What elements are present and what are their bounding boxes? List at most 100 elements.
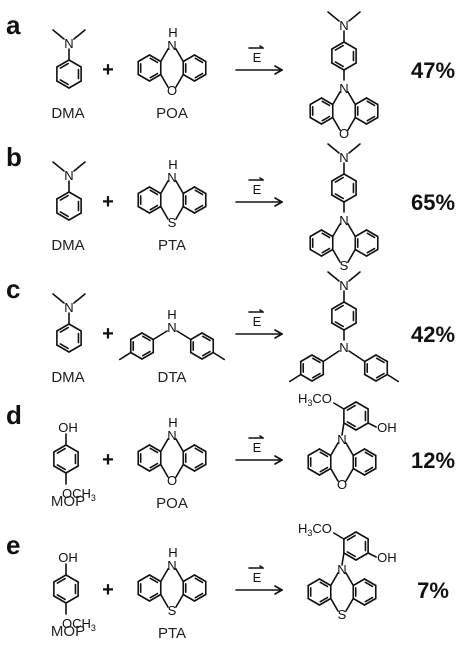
bond (274, 201, 283, 207)
bond (274, 459, 283, 465)
methoxy-label: H3CO (298, 521, 332, 538)
bond (193, 186, 207, 195)
bond (175, 73, 185, 88)
bond (53, 444, 67, 453)
bond (149, 57, 159, 64)
bond (53, 465, 67, 474)
bond (343, 194, 357, 203)
bond (149, 447, 159, 454)
bond (193, 593, 207, 602)
bond (194, 592, 204, 599)
bond (327, 271, 340, 282)
bond (309, 97, 323, 106)
hydrogen-atom: H (168, 157, 177, 172)
bond (363, 354, 377, 363)
bond (364, 596, 374, 603)
bond (347, 223, 357, 238)
oxygen-atom: O (337, 477, 347, 492)
bond (274, 65, 283, 71)
bond (311, 372, 321, 379)
product-molecule: NN (288, 271, 400, 383)
bond (193, 463, 207, 472)
bond (59, 194, 69, 201)
bond (259, 177, 264, 181)
bond (56, 212, 70, 221)
reaction-arrow: E (235, 45, 283, 75)
bond (363, 597, 377, 606)
bond (59, 326, 69, 333)
bond (259, 45, 264, 49)
bond (73, 161, 86, 172)
bond (189, 351, 203, 360)
bond (365, 116, 379, 125)
bond (175, 463, 185, 478)
bond (118, 351, 132, 361)
bond (194, 462, 204, 469)
bond (321, 100, 331, 107)
oxygen-atom: O (339, 126, 349, 141)
bond (365, 248, 379, 257)
panel-label: d (6, 400, 22, 430)
bond (345, 467, 355, 482)
bond (182, 463, 196, 472)
bond (175, 180, 185, 195)
hydroxyl-label: OH (377, 550, 397, 565)
bond (352, 597, 366, 606)
bond (352, 578, 366, 587)
bond (341, 422, 345, 436)
bond (331, 116, 341, 131)
bond (59, 211, 69, 218)
bond (56, 80, 70, 89)
bond (159, 48, 169, 63)
bond (159, 593, 169, 608)
yield-value: 7% (417, 578, 449, 603)
reaction-arrow: E (235, 309, 283, 339)
bond (148, 444, 162, 453)
bond (56, 464, 66, 471)
bond (201, 335, 211, 342)
bond (274, 455, 283, 461)
bond (320, 248, 334, 257)
bond (343, 41, 357, 50)
bond (148, 574, 162, 583)
reactant-label: DMA (51, 237, 84, 254)
bond (65, 595, 79, 604)
reaction-arrow: E (235, 177, 283, 207)
nitrogen-atom: N (167, 38, 176, 53)
bond (182, 444, 196, 453)
bond (148, 54, 162, 63)
bond (327, 143, 340, 154)
methoxy-label: H3CO (298, 391, 332, 408)
bond (345, 572, 355, 587)
bond (343, 62, 357, 71)
bond (375, 354, 389, 363)
yield-value: 42% (411, 322, 455, 347)
bond (148, 73, 162, 82)
bond (159, 205, 169, 220)
bond (149, 72, 159, 79)
nitrogen-atom: N (337, 432, 346, 447)
product-molecule: NNS (309, 143, 379, 273)
yield-value: 65% (411, 190, 455, 215)
reactant-label: POA (156, 105, 188, 122)
bond (65, 574, 79, 583)
plus-sign: + (102, 449, 114, 471)
bond (307, 578, 321, 587)
bond (319, 451, 329, 458)
sulfur-atom: S (340, 258, 349, 273)
bond (363, 448, 377, 457)
bond (259, 565, 264, 569)
methoxy-label: OCH3 (62, 486, 96, 503)
arrow-condition-label: E (253, 50, 262, 65)
bond (159, 463, 169, 478)
bond (194, 189, 204, 196)
bond (318, 467, 332, 476)
bond (56, 191, 70, 200)
bond (354, 229, 368, 238)
